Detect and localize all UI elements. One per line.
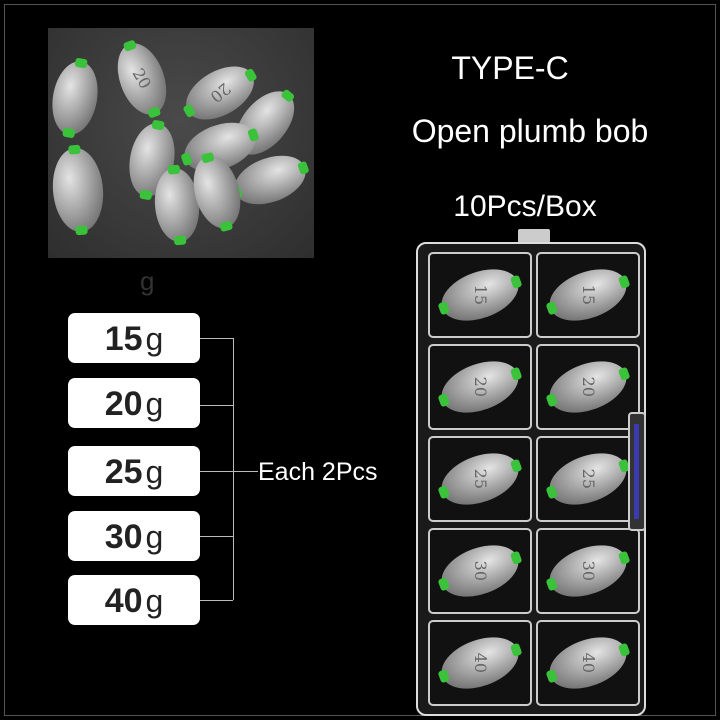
- weight-unit: g: [145, 519, 164, 555]
- bracket-line: [200, 471, 233, 472]
- sinker-weight-mark: 15: [470, 284, 490, 306]
- sinker-weight-mark: 40: [578, 652, 598, 674]
- box-compartment: 15: [428, 252, 532, 338]
- box-compartment: 40: [536, 620, 640, 706]
- sinker-weight-mark: 30: [470, 560, 490, 582]
- sinker-weight-mark: 40: [470, 652, 490, 674]
- box-compartment: 40: [428, 620, 532, 706]
- sinker: 25: [542, 443, 634, 515]
- weight-unit: g: [145, 454, 164, 490]
- weight-value: 15: [104, 320, 143, 358]
- weight-unit: g: [145, 321, 164, 357]
- sinker: 40: [542, 627, 634, 699]
- weight-value: 40: [104, 582, 143, 620]
- sinker: 25: [434, 443, 526, 515]
- weight-value: 25: [104, 453, 143, 491]
- bracket-line: [200, 338, 233, 339]
- weight-label-20: 20g: [68, 378, 200, 428]
- tackle-box: 15 15 20 20 25 25 30 30 40 40: [416, 242, 646, 716]
- sinker-weight-mark: 15: [578, 284, 598, 306]
- weight-label-25: 25g: [68, 446, 200, 496]
- each-quantity-label: Each 2Pcs: [258, 458, 378, 486]
- image-frame: [4, 4, 716, 716]
- sinker: [49, 145, 107, 235]
- sinker: 15: [434, 259, 526, 331]
- weight-label-15: 15g: [68, 313, 200, 363]
- box-compartment: 30: [536, 528, 640, 614]
- box-compartment: 20: [428, 344, 532, 430]
- bracket-spine: [233, 338, 234, 600]
- weight-unit: g: [145, 386, 164, 422]
- box-compartment: 30: [428, 528, 532, 614]
- bracket-line: [200, 405, 233, 406]
- sinker: [46, 57, 104, 139]
- weight-unit: g: [145, 583, 164, 619]
- sinker: 15: [542, 259, 634, 331]
- bracket-line: [200, 600, 233, 601]
- weight-value: 20: [104, 385, 143, 423]
- sinker: 20: [542, 351, 634, 423]
- sinker-mark: 20: [128, 64, 156, 93]
- sinker-weight-mark: 25: [470, 468, 490, 490]
- pack-quantity: 10Pcs/Box: [453, 190, 597, 223]
- box-compartment: 15: [536, 252, 640, 338]
- product-photo: 20 20: [46, 28, 314, 258]
- sinker: 30: [434, 535, 526, 607]
- sinker-weight-mark: 30: [578, 560, 598, 582]
- box-compartment: 25: [536, 436, 640, 522]
- weight-label-40: 40g: [68, 575, 200, 625]
- product-subtitle: Open plumb bob: [411, 113, 649, 149]
- sinker: 20: [434, 351, 526, 423]
- box-hinge-tab: [518, 229, 550, 243]
- type-title: TYPE-C: [451, 50, 569, 86]
- sinker: 40: [434, 627, 526, 699]
- weight-label-30: 30g: [68, 511, 200, 561]
- bracket-connector: [233, 471, 258, 472]
- sinker-weight-mark: 25: [578, 468, 598, 490]
- sinker: 30: [542, 535, 634, 607]
- sinker-mark: 20: [206, 78, 235, 107]
- bracket-line: [200, 536, 233, 537]
- box-latch: [628, 412, 646, 531]
- sinker-weight-mark: 20: [578, 376, 598, 398]
- stray-unit-label: g: [140, 266, 155, 296]
- sinker: 20: [108, 36, 176, 122]
- weight-value: 30: [104, 518, 143, 556]
- box-compartment: 20: [536, 344, 640, 430]
- box-compartment: 25: [428, 436, 532, 522]
- sinker-weight-mark: 20: [470, 376, 490, 398]
